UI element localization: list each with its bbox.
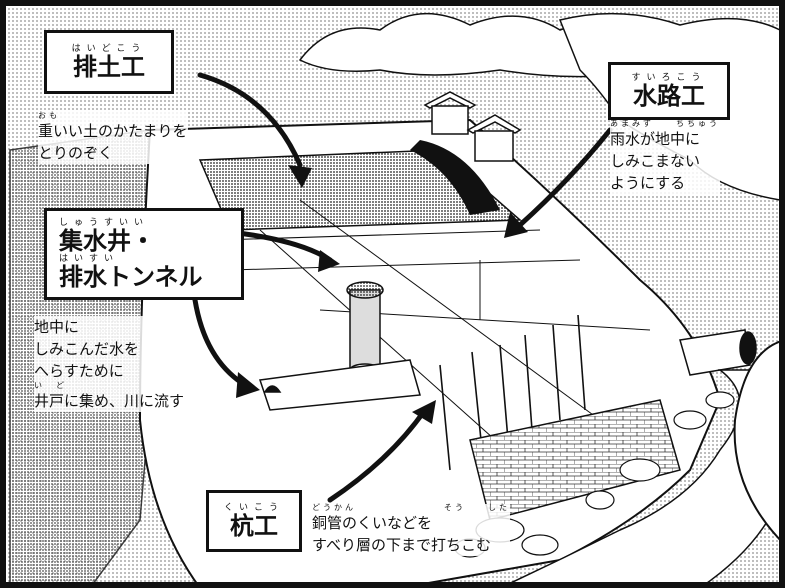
suiroko-title: 水路工: [633, 82, 705, 110]
suiroko-desc-ruby: あまみず ちちゅう: [610, 119, 720, 128]
haidoko-title: 排土工: [73, 53, 145, 81]
speech-bubble: [733, 338, 785, 547]
shusuii-ruby-2: はいすい: [59, 254, 120, 264]
shusuii-desc-line-2: しみこんだ水を: [34, 340, 140, 358]
haidoko-desc-line-1: 重いい土のかたまりを: [38, 122, 188, 140]
piles: [439, 314, 586, 471]
haidoko-ruby: はいどこう: [71, 44, 147, 54]
shusuii-desc-line-3: へらすために: [34, 362, 124, 380]
outlet-culvert: [679, 329, 757, 376]
shusuii-desc-ruby: い ど: [34, 381, 67, 390]
collection-well: [346, 281, 384, 377]
retaining-wall: [469, 399, 681, 521]
slope-head-cut: [410, 140, 500, 215]
kuiko-desc: どうかん そう した 銅管のくいなどを すべり層の下まで打ちこむ: [312, 504, 510, 556]
suiroko-label: すいろこう 水路工: [608, 62, 730, 120]
shusuii-ruby-1: しゅうすいい: [59, 218, 150, 228]
shusuii-desc: 地中に しみこんだ水を へらすために い ど 井戸に集め、川に流す: [34, 316, 185, 412]
kuiko-ruby: くいこう: [223, 503, 284, 513]
kuiko-desc-line-2: すべり層の下まで打ちこむ: [312, 536, 491, 554]
suiroko-ruby: すいろこう: [631, 73, 707, 83]
kuiko-desc-line-1: 銅管のくいなどを: [312, 514, 433, 532]
shusuii-desc-line-4: 井戸に集め、川に流す: [34, 392, 185, 410]
kuiko-label: くいこう 杭工: [206, 490, 302, 552]
haidoko-desc: おも 重いい土のかたまりを とりのぞく: [38, 112, 188, 164]
drainage-tunnel: [259, 359, 421, 411]
shusuii-label: しゅうすいい 集水井・ はいすい 排水トンネル: [44, 208, 244, 300]
shusuii-title-2: 排水トンネル: [59, 263, 203, 291]
shusuii-desc-line-1: 地中に: [34, 318, 80, 336]
house-2: [466, 114, 522, 162]
suiroko-desc-line-3: ようにする: [610, 174, 686, 192]
kuiko-title: 杭工: [230, 512, 278, 540]
shusuii-title-1: 集水井・: [59, 227, 155, 255]
arrow-heads: [236, 165, 528, 424]
suiroko-desc-line-1: 雨水が地中に: [610, 130, 701, 148]
arrows: [192, 72, 613, 503]
house-1: [423, 91, 477, 135]
suiroko-desc: あまみず ちちゅう 雨水が地中に しみこまない ようにする: [610, 120, 720, 194]
river: [499, 369, 785, 588]
haidoko-label: はいどこう 排土工: [44, 30, 174, 94]
haidoko-desc-line-2: とりのぞく: [38, 144, 114, 162]
haidoko-desc-ruby: おも: [38, 111, 60, 120]
kuiko-desc-ruby: どうかん そう した: [312, 503, 510, 512]
suiroko-desc-line-2: しみこまない: [610, 152, 701, 170]
